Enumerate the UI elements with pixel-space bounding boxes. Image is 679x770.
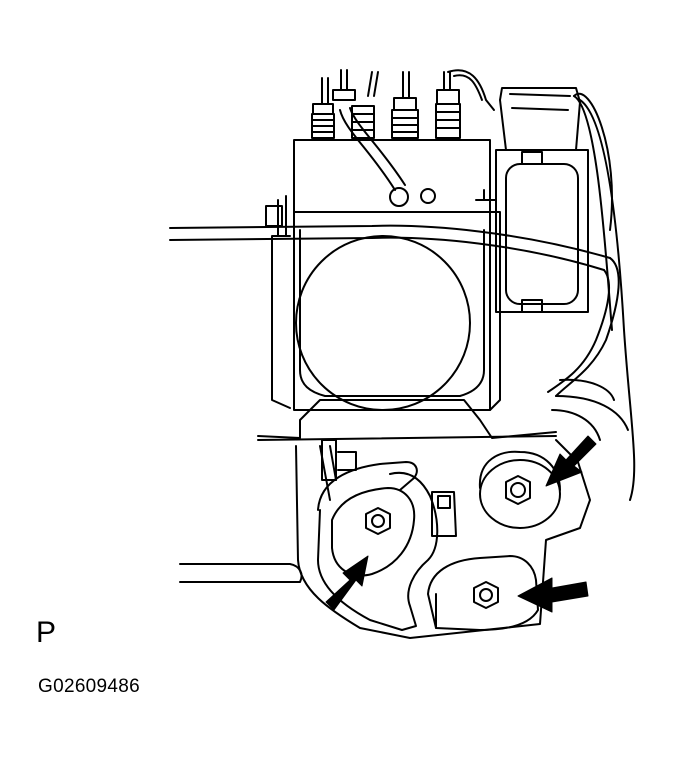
electrical-connector [496, 88, 634, 500]
actuator-body [266, 140, 500, 410]
bolt-icon [506, 476, 530, 504]
view-label: P [36, 616, 57, 649]
brake-line-fittings [312, 70, 494, 190]
pump-motor-housing [296, 236, 470, 410]
bolt-icon [474, 582, 498, 608]
fitting-nut [392, 98, 418, 138]
mounting-bracket [180, 400, 590, 638]
fitting-nut [312, 104, 334, 138]
mount-hole [421, 189, 435, 203]
bolt-icon [366, 508, 390, 534]
figure-id: G02609486 [38, 676, 141, 697]
mount-bolt-head [266, 206, 282, 226]
arrow-icon [326, 556, 368, 610]
wiring-harness [170, 226, 619, 396]
arrow-icon [546, 436, 596, 486]
side-lines [552, 94, 628, 440]
arrow-icon [518, 578, 588, 612]
pipe-port [390, 188, 408, 206]
fitting-nut [333, 90, 374, 138]
brake-pipe [322, 70, 494, 110]
fitting-nut [436, 90, 460, 138]
